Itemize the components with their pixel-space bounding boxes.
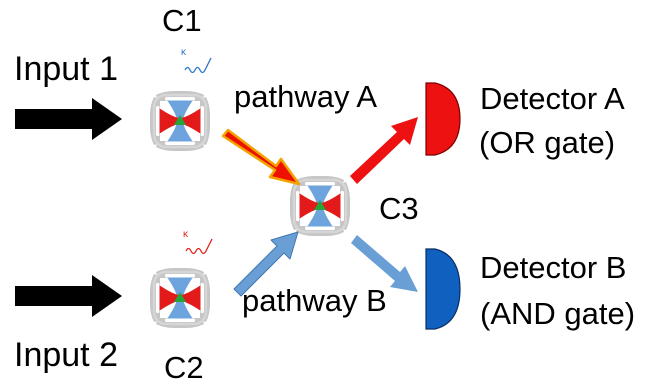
pathway-b-label: pathway B	[242, 283, 387, 318]
cavity-c1	[148, 89, 212, 153]
detector-b-gate: (AND gate)	[480, 296, 635, 331]
input-1-arrow	[15, 98, 122, 140]
detector-b-name: Detector B	[480, 250, 626, 285]
input-2-label: Input 2	[14, 336, 118, 374]
cavity-c3-label: C3	[379, 191, 419, 226]
pathway-a-label: pathway A	[234, 79, 377, 114]
pathway-a-arrow-in	[221, 128, 301, 186]
emission-c2-icon: κ	[183, 229, 213, 255]
detector-a-shape	[425, 82, 461, 156]
cavity-c2-label: C2	[164, 350, 204, 385]
detector-b-shape	[425, 248, 461, 330]
pathway-b-arrow-in	[233, 231, 299, 297]
emission-c1-kappa: κ	[181, 47, 187, 58]
detector-a-name: Detector A	[480, 81, 625, 116]
emission-c1-icon: κ	[181, 47, 212, 74]
cavity-c2	[148, 266, 212, 330]
cavity-c1-label: C1	[162, 3, 202, 38]
input-2-arrow	[15, 275, 122, 317]
c3-to-detector-a-arrow	[350, 117, 418, 184]
input-1-label: Input 1	[14, 50, 118, 88]
emission-c2-kappa: κ	[183, 229, 189, 240]
c3-to-detector-b-arrow	[351, 235, 418, 292]
detector-a-gate: (OR gate)	[479, 125, 615, 160]
